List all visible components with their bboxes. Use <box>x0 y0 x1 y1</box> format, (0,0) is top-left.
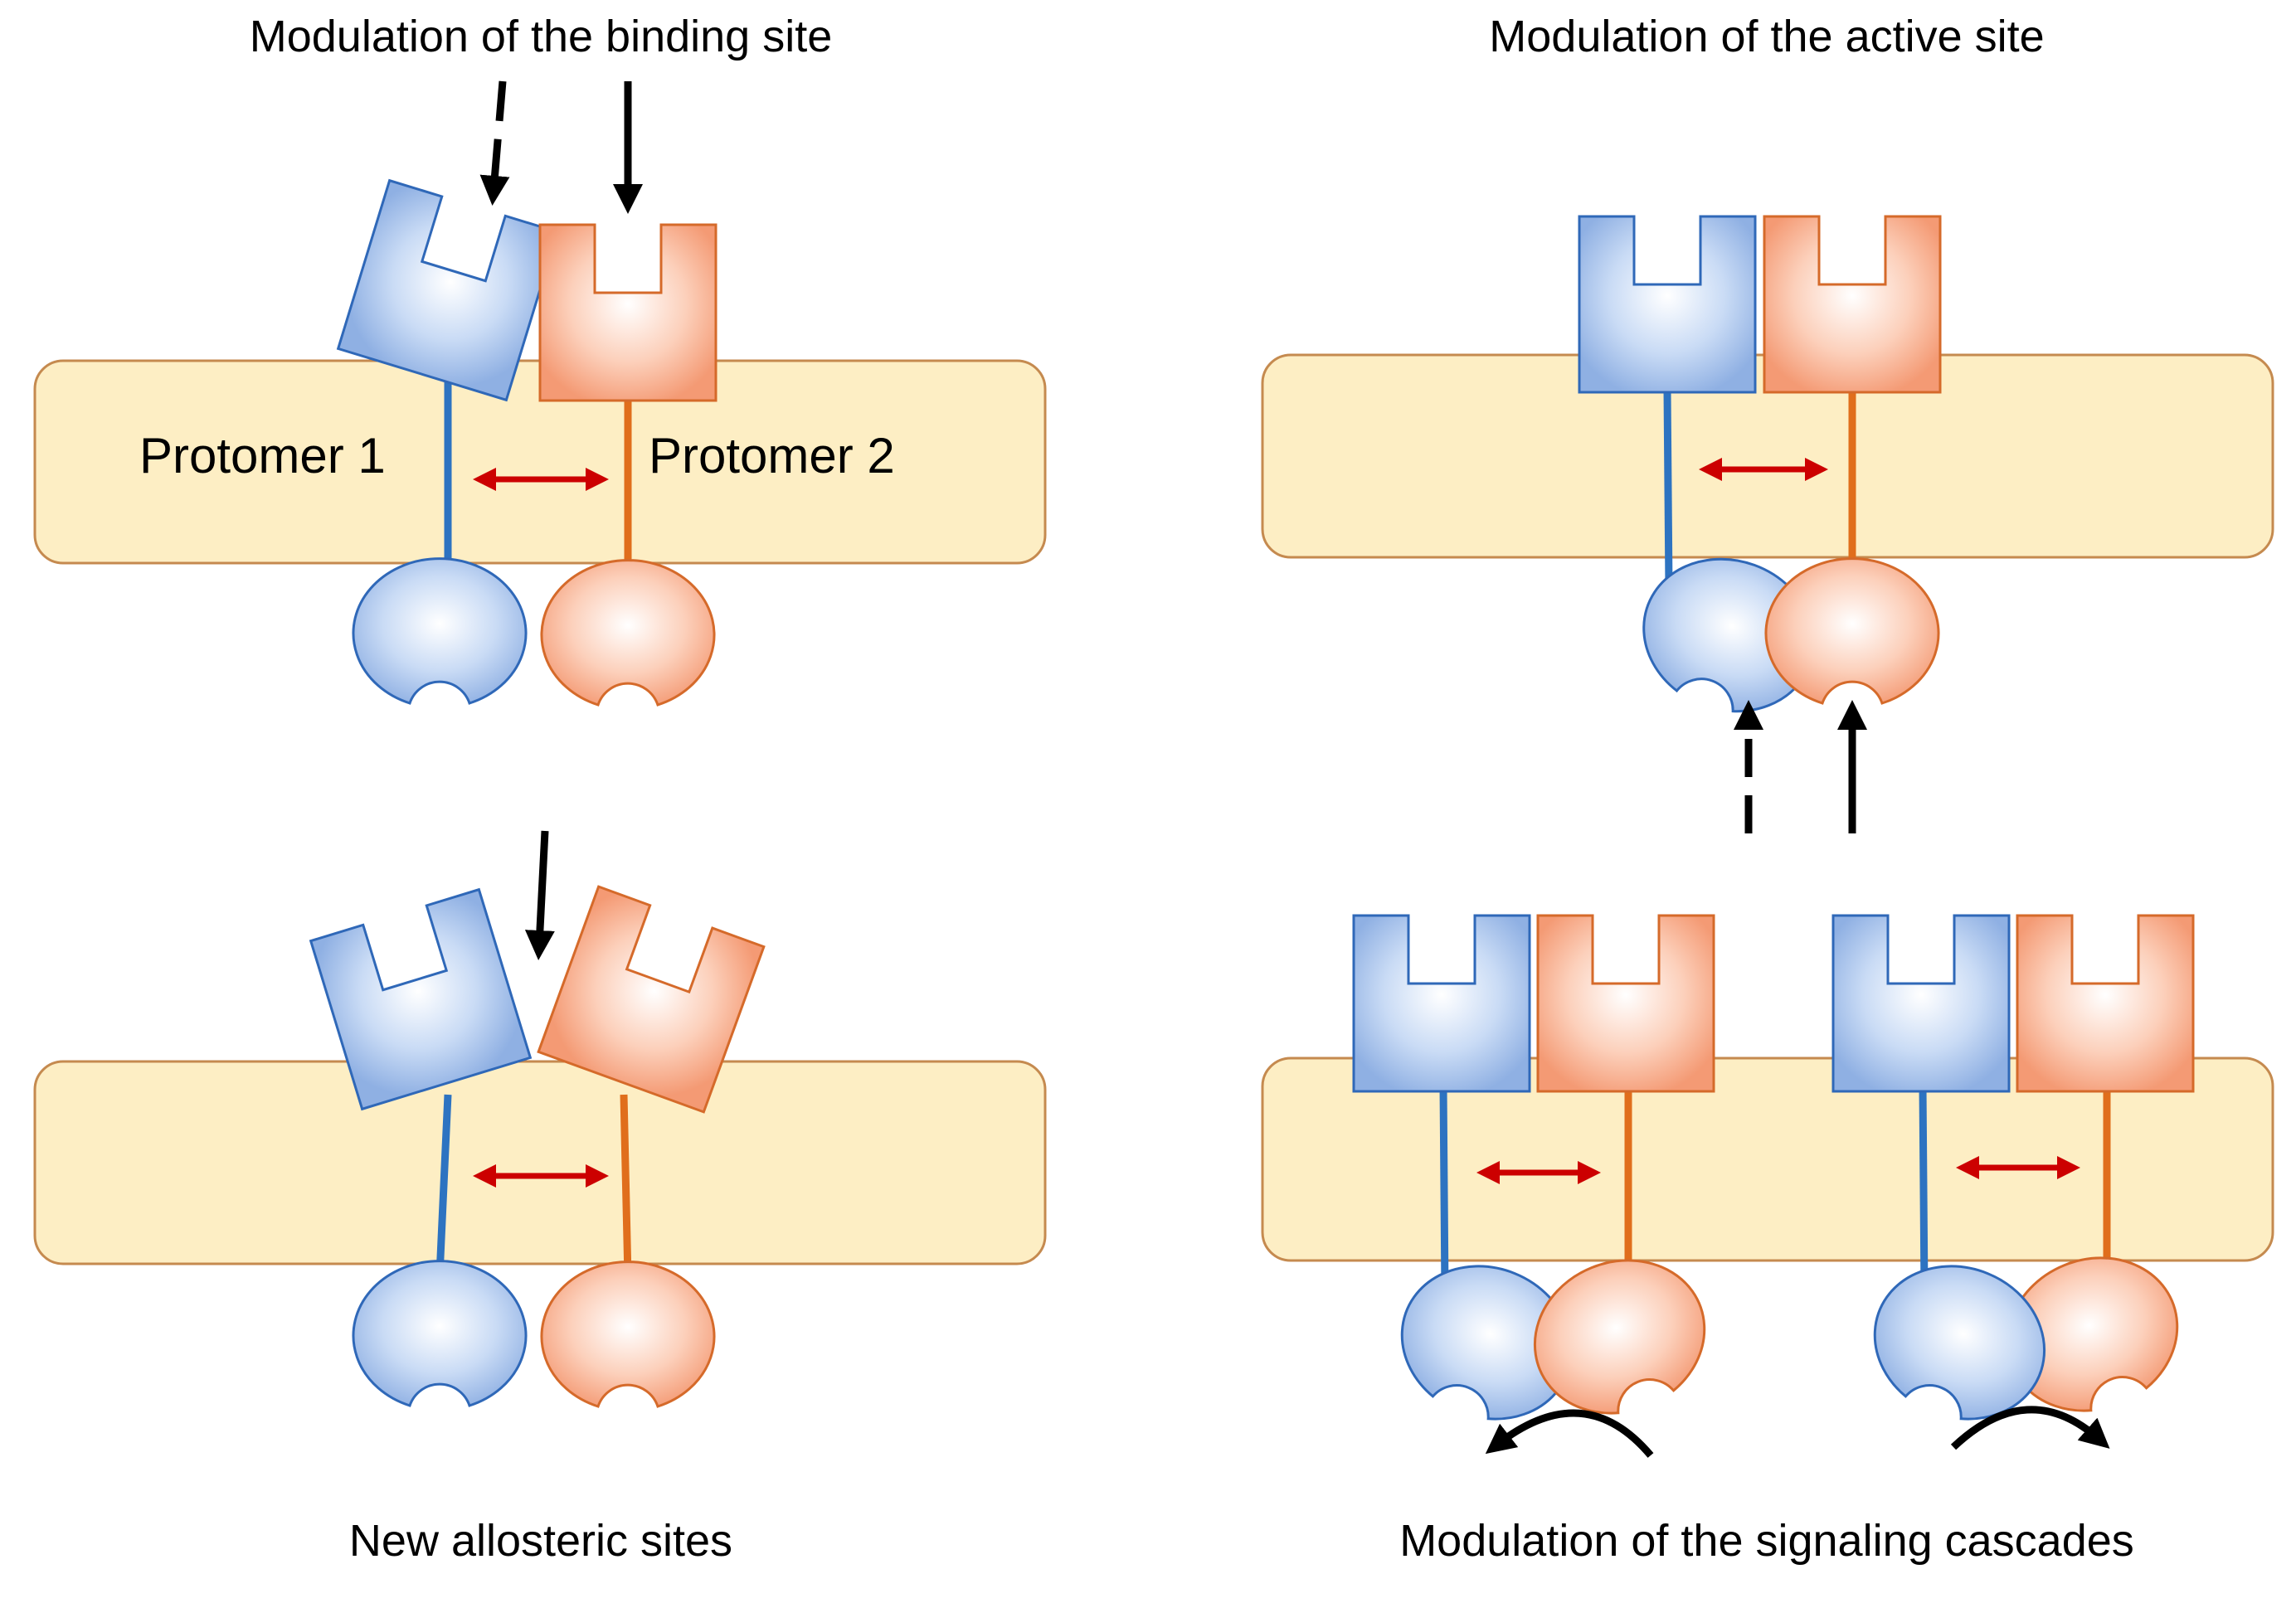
protomer1-transmembrane-line <box>1919 1086 1929 1295</box>
interaction-arrow <box>1476 1161 1601 1184</box>
protomer1-label: Protomer 1 <box>139 428 386 483</box>
ligand-arrow-solid <box>524 830 555 960</box>
title-allosteric-sites: New allosteric sites <box>349 1516 732 1566</box>
interaction-arrow <box>1699 458 1828 481</box>
panel-signaling-cascades <box>1352 914 2195 1458</box>
dimer-left <box>1352 914 1715 1458</box>
protomer2-intracellular-domain <box>1533 1259 1706 1415</box>
interaction-arrow <box>473 1164 609 1188</box>
protomer2-intracellular-domain <box>1764 557 1940 705</box>
protomer1-binding-domain <box>336 178 560 402</box>
panel-binding-site: Protomer 1 Protomer 2 <box>139 80 895 707</box>
protomer1-binding-domain <box>1578 215 1757 394</box>
signal-arrow-left <box>1485 1409 1654 1458</box>
dimer-right <box>1831 914 2195 1450</box>
protomer1-transmembrane-line <box>1439 1086 1449 1295</box>
protomer1-binding-domain <box>1352 914 1531 1093</box>
protomer1-transmembrane-line <box>1663 389 1673 590</box>
protomer2-binding-domain <box>537 885 766 1114</box>
protomer2-binding-domain <box>2016 914 2195 1093</box>
protomer1-intracellular-domain <box>352 1260 528 1407</box>
protomer2-binding-domain <box>1763 215 1942 394</box>
title-signaling-cascades: Modulation of the signaling cascades <box>1399 1516 2134 1566</box>
protomer2-label: Protomer 2 <box>649 428 895 483</box>
protomer1-intracellular-domain <box>1873 1265 2046 1421</box>
membrane-bottom-right <box>1261 1057 2274 1262</box>
interaction-arrow <box>1956 1156 2080 1179</box>
protomer1-transmembrane-line <box>435 1094 452 1276</box>
protomer1-binding-domain <box>309 887 533 1111</box>
panel-allosteric-sites <box>309 830 766 1408</box>
protomer2-binding-domain <box>1536 914 1715 1093</box>
protomer2-intracellular-domain <box>540 1261 716 1408</box>
protomer1-intracellular-domain <box>352 557 528 705</box>
protomer2-transmembrane-line <box>620 1094 632 1278</box>
protomer2-binding-domain <box>538 223 718 402</box>
panel-active-site <box>1578 215 1942 833</box>
protomer1-binding-domain <box>1831 914 2011 1093</box>
title-binding-site: Modulation of the binding site <box>250 12 832 61</box>
ligand-arrow-dashed <box>479 80 510 206</box>
signal-arrow-right <box>1950 1406 2110 1450</box>
interaction-arrow <box>473 468 609 491</box>
membrane-bottom-left <box>33 1060 1047 1265</box>
protomer2-intracellular-domain <box>540 559 716 707</box>
title-active-site: Modulation of the active site <box>1489 12 2044 61</box>
